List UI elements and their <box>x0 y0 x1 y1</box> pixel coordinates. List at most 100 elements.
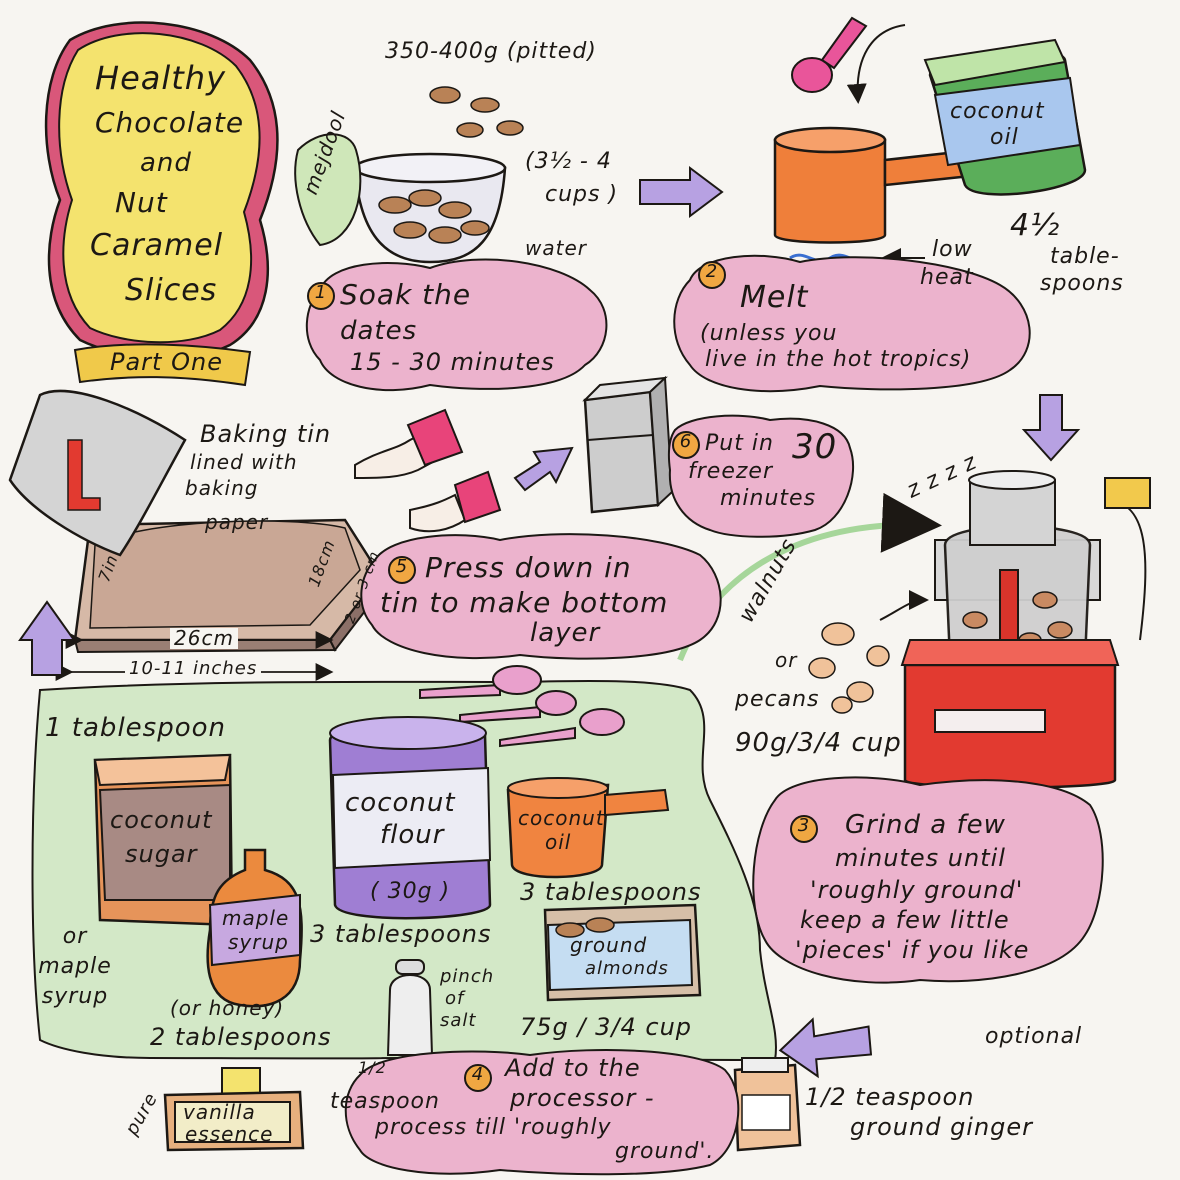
water-label: water <box>525 236 587 260</box>
flour-weight: ( 30g ) <box>370 879 451 904</box>
title-line-caramel: Caramel <box>90 228 224 263</box>
sugar-alt-line1: or <box>62 924 88 949</box>
arrow-ginger-to-step4 <box>778 1017 873 1079</box>
oil-small-label-line1: coconut <box>518 806 605 830</box>
dates-amount: 350-400g (pitted) <box>385 39 597 64</box>
oil-jar-label-line2: oil <box>990 125 1019 150</box>
step-badges <box>307 261 818 1092</box>
step3-badge-number: 3 <box>797 815 811 836</box>
step6-line1: Put in <box>705 431 774 456</box>
dates-bowl <box>294 86 524 264</box>
tin-label-line4: paper <box>205 510 269 534</box>
sugar-alt-line2: maple <box>38 954 112 979</box>
step4-line1: Add to the <box>505 1054 641 1082</box>
title-line-healthy: Healthy <box>95 59 227 97</box>
oil-amount-line1: 4½ <box>1010 208 1061 243</box>
ginger-line2: ground ginger <box>850 1113 1034 1141</box>
ginger-line1: 1/2 teaspoon <box>805 1083 975 1111</box>
step3-line5: 'pieces' if you like <box>795 936 1030 964</box>
flour-label-line2: flour <box>380 820 445 850</box>
arrow-step2-to-step3 <box>1021 394 1081 462</box>
dates-cups-line2: cups ) <box>545 182 619 207</box>
title-blob <box>44 21 279 387</box>
step4-cloud <box>344 1049 740 1176</box>
step1-cloud <box>305 258 608 392</box>
syrup-label-line1: maple <box>222 906 290 930</box>
oil-small-label-line2: oil <box>545 830 572 854</box>
tin-dim-inches: 10-11 inches <box>125 659 262 679</box>
step5-line2: tin to make bottom <box>380 586 669 619</box>
tin-label-line2: lined with <box>190 450 298 474</box>
step6-badge-number: 6 <box>679 431 693 452</box>
step2-instruction: Melt <box>740 280 809 315</box>
tin-label-line3: baking <box>185 476 259 500</box>
step3-cloud <box>752 776 1104 984</box>
pressing-hands <box>354 408 502 533</box>
arrow-up-left <box>18 600 76 676</box>
tipped-processor-bowl <box>8 389 187 557</box>
step6-cloud <box>667 414 855 538</box>
title-line-and: and <box>140 148 192 178</box>
step2-badge-number: 2 <box>705 261 719 282</box>
almond-label-line2: almonds <box>585 958 669 979</box>
freezer <box>582 375 674 514</box>
vanilla-label-line1: vanilla <box>183 1100 256 1124</box>
oil-amount-line2: table- <box>1050 244 1120 269</box>
title-part-label: Part One <box>110 348 223 376</box>
salt-line1: pinch <box>440 966 495 987</box>
heat-label-line1: low <box>932 237 973 262</box>
sugar-amount: 1 tablespoon <box>45 713 226 743</box>
measuring-spoons <box>419 665 625 748</box>
vanilla-amount-line1: 1/2 <box>358 1058 387 1077</box>
arrow-step1-to-step2 <box>639 166 724 218</box>
step5-badge-number: 5 <box>395 556 409 577</box>
nuts-pile <box>808 622 890 714</box>
oil-jar-label-line1: coconut <box>950 99 1045 124</box>
tin-dim-width: 26cm <box>170 628 238 649</box>
sugar-label-line1: coconut <box>110 806 213 834</box>
syrup-alt: (or honey) <box>170 996 285 1020</box>
almond-amount: 75g / 3/4 cup <box>520 1013 693 1041</box>
step6-line2: freezer <box>688 459 773 484</box>
title-line-chocolate: Chocolate <box>95 106 245 139</box>
oil-small-amount: 3 tablespoons <box>520 878 702 906</box>
step4-line2: processor - <box>510 1084 655 1112</box>
almond-label-line1: ground <box>570 933 648 957</box>
coconut-flour-container <box>328 716 492 920</box>
step3-line2: minutes until <box>835 844 1006 872</box>
step5-cloud <box>360 533 722 660</box>
food-processor <box>900 470 1151 789</box>
ground-ginger-jar <box>733 1057 802 1152</box>
step5-line3: layer <box>530 618 601 648</box>
ground-almonds-box <box>543 903 702 1002</box>
step1-instruction-line3: 15 - 30 minutes <box>350 348 555 376</box>
salt-line3: salt <box>440 1010 477 1031</box>
vanilla-amount-line2: teaspoon <box>330 1089 440 1114</box>
coconut-oil-jar-large <box>923 38 1087 196</box>
salt-line2: of <box>445 988 465 1009</box>
heat-label-line2: heat <box>920 265 974 290</box>
title-line-nut: Nut <box>115 186 168 219</box>
optional-label: optional <box>985 1024 1083 1049</box>
vanilla-label-line2: essence <box>185 1122 274 1146</box>
step4-line3: process till 'roughly <box>375 1115 612 1140</box>
syrup-label-line2: syrup <box>228 930 289 954</box>
step3-line1: Grind a few <box>845 810 1006 840</box>
step2-cloud <box>673 254 1031 393</box>
oil-arrow <box>846 24 906 104</box>
step3-line4: keep a few little <box>800 906 1010 934</box>
step5-line1: Press down in <box>425 551 632 584</box>
step4-badge-number: 4 <box>471 1064 485 1085</box>
nuts-label-line3: pecans <box>735 687 820 712</box>
step1-badge-number: 1 <box>314 282 328 303</box>
oil-amount-line3: spoons <box>1040 271 1124 296</box>
title-line-slices: Slices <box>125 273 218 308</box>
sugar-alt-line3: syrup <box>41 984 109 1009</box>
dates-cups-line1: (3½ - 4 <box>525 149 612 174</box>
salt-shaker <box>386 959 434 1056</box>
sugar-label-line2: sugar <box>125 840 198 868</box>
nuts-arrow <box>879 590 929 621</box>
step3-line3: 'roughly ground' <box>810 876 1024 904</box>
